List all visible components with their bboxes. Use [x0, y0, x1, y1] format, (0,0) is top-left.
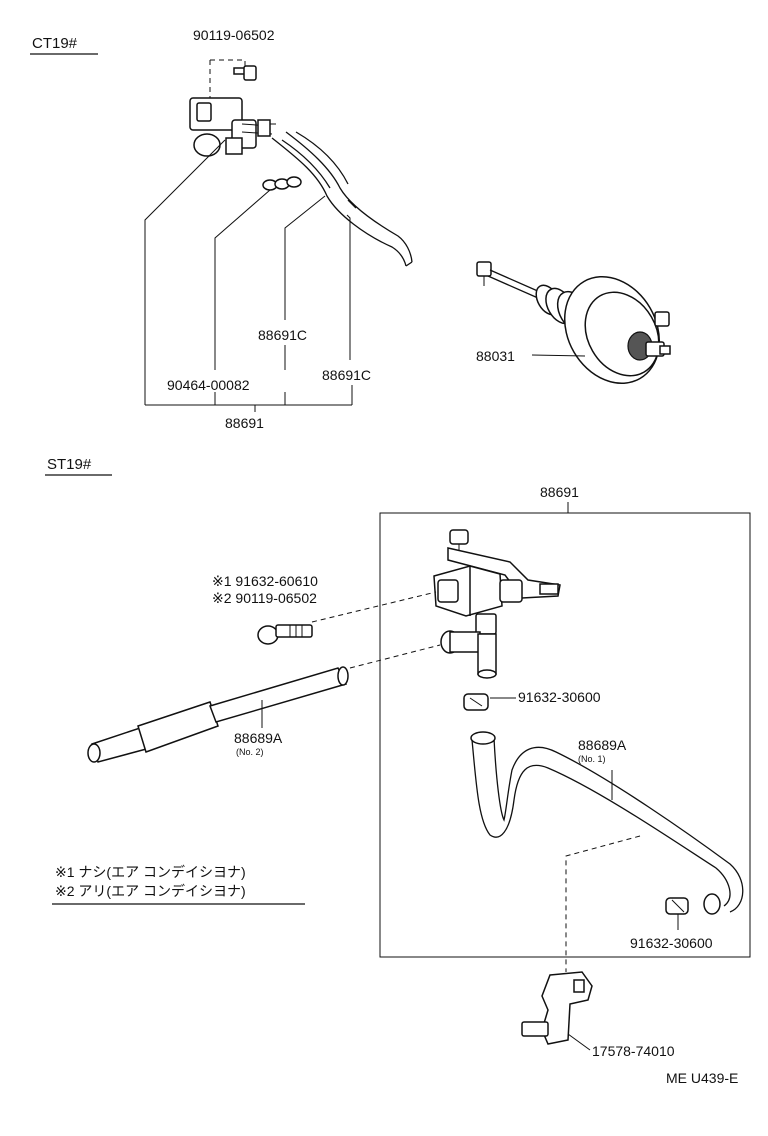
- label-bolt-note2: ※2 90119-06502: [212, 590, 317, 606]
- note-1: ※1 ナシ(エア コンデイシヨナ): [55, 864, 246, 880]
- clamp-lower: [665, 897, 689, 915]
- section-label-ct19: CT19#: [32, 35, 78, 52]
- label-st19-assembly: 88691: [540, 484, 579, 500]
- label-ct19-hose-lower: 88691C: [322, 367, 371, 383]
- label-bracket: 17578-74010: [592, 1043, 675, 1059]
- label-clamp-lower: 91632-30600: [630, 935, 713, 951]
- hose-no1: [470, 731, 744, 915]
- label-ct19-clip: 90464-00082: [167, 377, 250, 393]
- dash-hose-to-valve: [349, 644, 441, 669]
- bolt-st19: [257, 624, 313, 645]
- label-ct19-assembly: 88691: [225, 415, 264, 431]
- dash-bolt-to-valve: [311, 591, 437, 623]
- label-clamp-upper: 91632-30600: [518, 689, 601, 705]
- bolt-ct19: [209, 59, 257, 98]
- label-hose-no2-sub: (No. 2): [236, 747, 264, 757]
- clamp-upper: [463, 693, 489, 711]
- valve-ct19: [189, 97, 276, 157]
- assembly-box-st19: [379, 512, 751, 958]
- actuator-88031: [476, 261, 671, 385]
- dash-hose-to-bracket: [565, 835, 641, 972]
- label-hose-no1: 88689A: [578, 737, 627, 753]
- hose-ct19: [271, 131, 413, 267]
- bracket-17578: [521, 971, 593, 1045]
- label-hose-no2: 88689A: [234, 730, 283, 746]
- leaders-ct19: [144, 139, 353, 412]
- label-ct19-hose-upper: 88691C: [258, 327, 307, 343]
- label-actuator: 88031: [476, 348, 515, 364]
- label-ct19-bolt: 90119-06502: [193, 27, 275, 43]
- note-2: ※2 アリ(エア コンデイシヨナ): [55, 883, 246, 899]
- hose-no2: [87, 666, 349, 763]
- leader-bracket: [567, 1033, 591, 1051]
- label-bolt-note1: ※1 91632-60610: [212, 573, 318, 589]
- leader-actuator: [531, 354, 586, 357]
- clip-ct19: [262, 176, 302, 191]
- section-label-st19: ST19#: [47, 456, 92, 473]
- label-hose-no1-sub: (No. 1): [578, 754, 606, 764]
- footer-code: ME U439-E: [666, 1070, 738, 1086]
- valve-st19: [433, 529, 561, 679]
